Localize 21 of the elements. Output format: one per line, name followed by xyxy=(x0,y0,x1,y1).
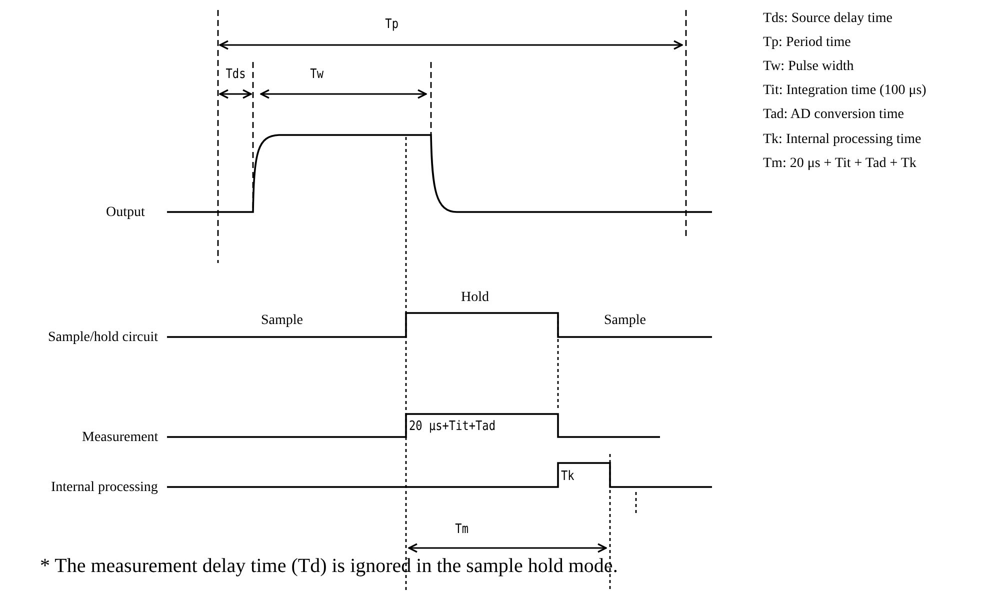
dimension-label: Tm xyxy=(455,523,468,538)
definition-text: Tk: Internal processing time xyxy=(763,132,922,147)
signal-name: Sample/hold circuit xyxy=(48,330,158,345)
duration-label: Tk xyxy=(561,470,574,484)
dimension-label: Tw xyxy=(310,68,324,82)
duration-label: 20 μs+Tit+Tad xyxy=(409,420,496,434)
signal-name: Internal processing xyxy=(51,480,158,495)
state-label: Hold xyxy=(461,290,489,305)
dimension-label: Tds xyxy=(225,68,246,82)
definition-text: Tad: AD conversion time xyxy=(763,107,904,123)
state-label: Sample xyxy=(604,312,646,328)
definition-text: Tit: Integration time (100 μs) xyxy=(763,83,926,98)
state-label: Sample xyxy=(261,312,303,328)
definition-text: Tm: 20 μs + Tit + Tad + Tk xyxy=(763,156,916,172)
definition-text: Tds: Source delay time xyxy=(763,10,892,26)
signal-name: Output xyxy=(106,204,145,220)
signal-name: Measurement xyxy=(82,430,158,445)
dimension-label: Tp xyxy=(385,18,398,32)
footnote: * The measurement delay time (Td) is ignored in the sample hold mode. xyxy=(40,555,618,577)
definition-text: Tw: Pulse width xyxy=(763,58,854,74)
definition-text: Tp: Period time xyxy=(763,34,851,50)
